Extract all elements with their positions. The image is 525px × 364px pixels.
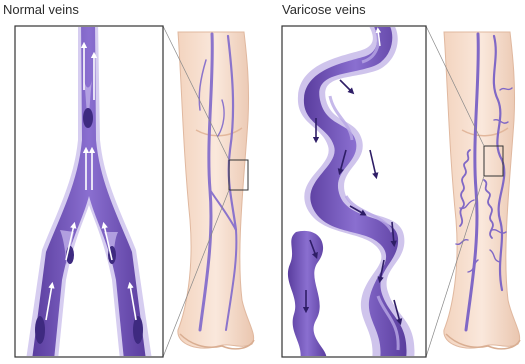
varicose-vein-inset [282,18,426,360]
normal-vein-inset [15,20,163,360]
varicose-leg [444,32,520,349]
